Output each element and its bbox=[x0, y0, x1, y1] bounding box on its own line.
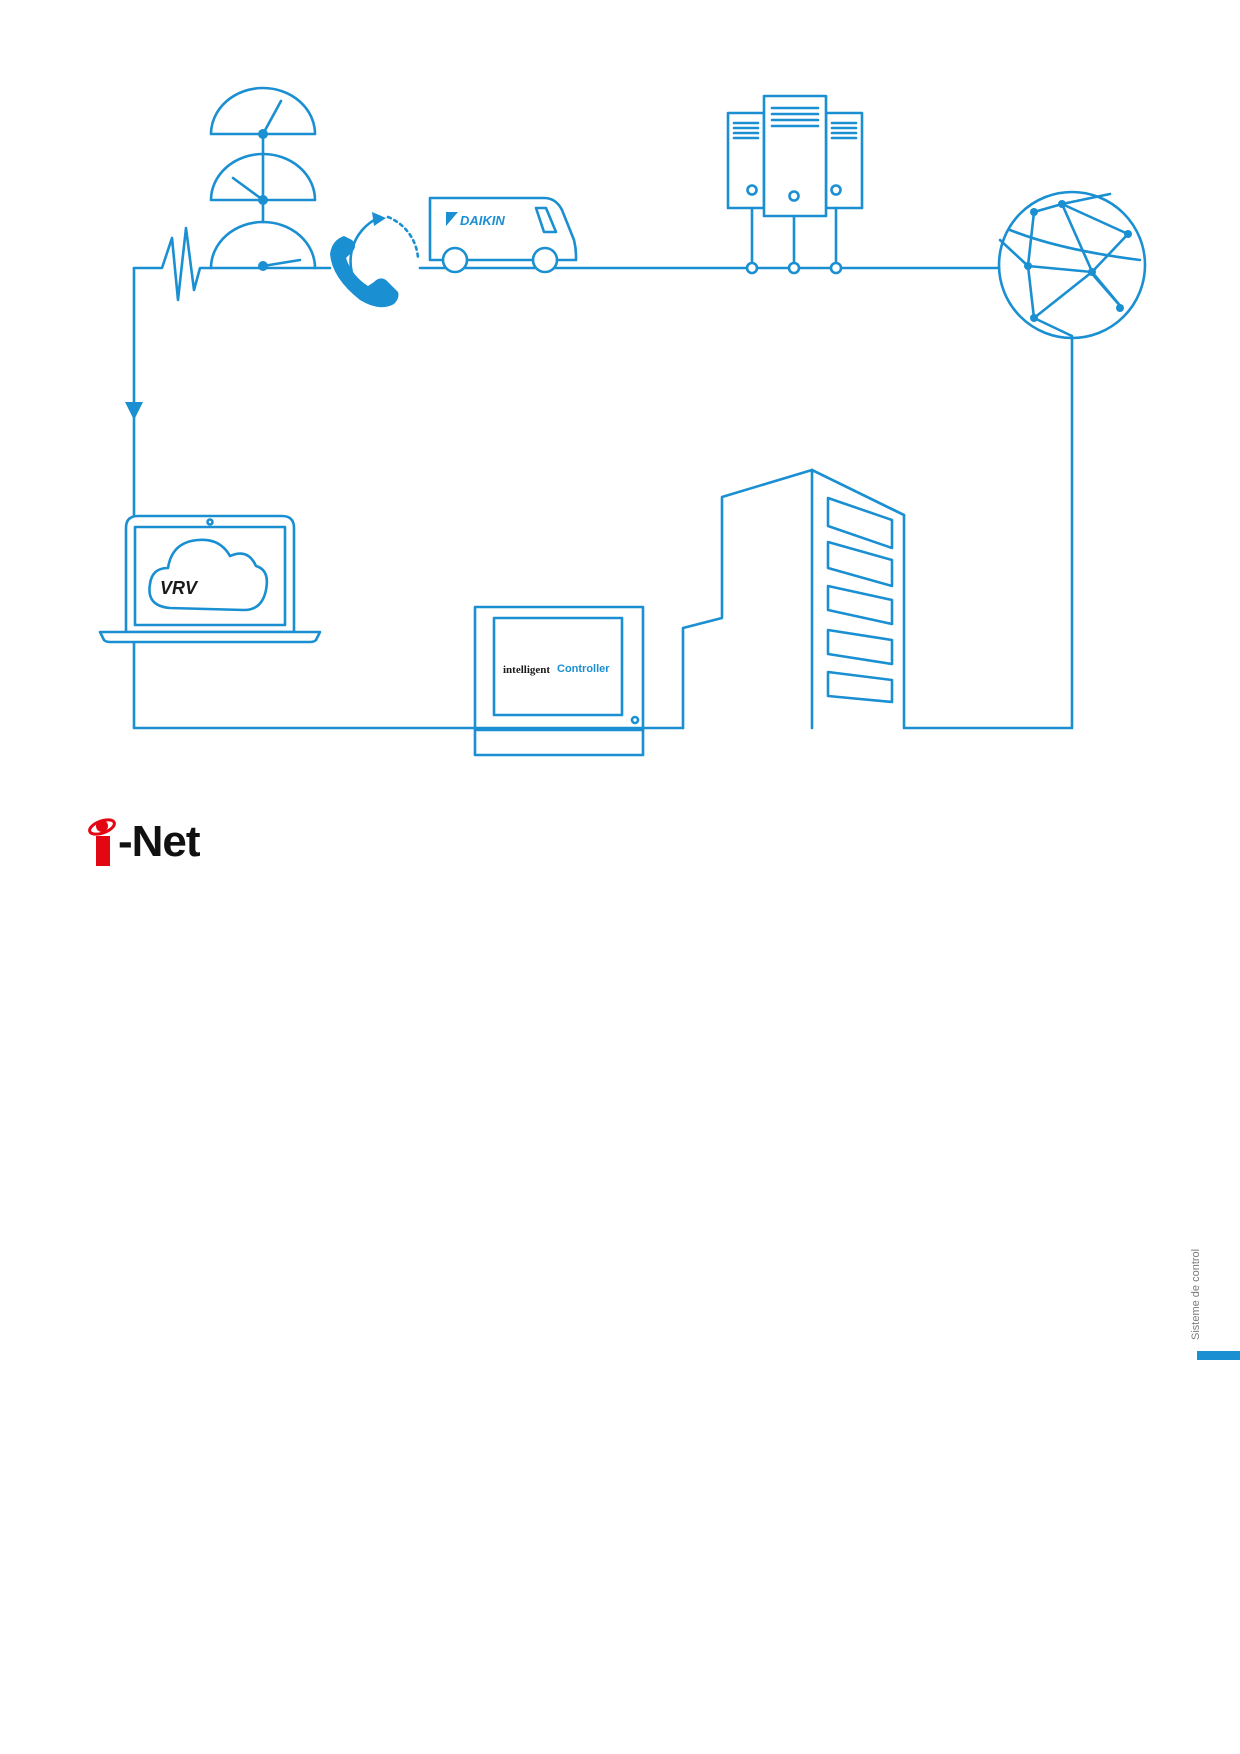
service-van-icon: DAIKIN bbox=[428, 196, 578, 274]
van-brand-label: DAIKIN bbox=[460, 213, 505, 228]
globe-icon bbox=[997, 190, 1147, 340]
controller-logo-part2: Controller bbox=[557, 663, 610, 675]
connection-line bbox=[132, 226, 1074, 730]
section-side-label-text: Sisteme de control bbox=[1190, 1248, 1202, 1340]
section-side-marker bbox=[1197, 1351, 1240, 1360]
i-net-logo: -Net bbox=[88, 812, 258, 872]
flow-arrow-icon bbox=[125, 402, 143, 420]
vrv-badge: VRV bbox=[160, 578, 199, 598]
network-diagram: DAIKIN bbox=[98, 86, 1147, 757]
servers-icon bbox=[726, 94, 864, 275]
gauges-icon bbox=[209, 86, 317, 271]
intelligent-controller-icon: intelligent Controller bbox=[473, 605, 645, 757]
building-icon bbox=[810, 468, 906, 704]
phone-icon bbox=[330, 212, 420, 308]
controller-logo-part1: intelligent bbox=[503, 664, 550, 676]
laptop-icon: VRV bbox=[98, 514, 322, 644]
i-net-logo-text: -Net bbox=[118, 817, 201, 866]
i-net-logo-mark-icon bbox=[88, 818, 116, 866]
